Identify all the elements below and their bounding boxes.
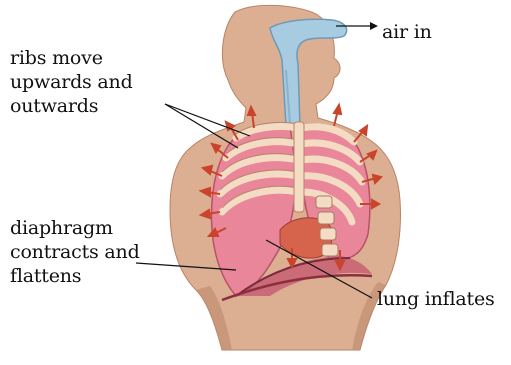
diaphragm-label: diaphragm contracts and flattens <box>10 216 140 288</box>
ribs-label-line-3: outwards <box>10 94 133 118</box>
air-in-label: air in <box>382 20 432 44</box>
diaphragm-label-line-1: diaphragm <box>10 216 140 240</box>
lung-inflates-label: lung inflates <box>377 287 495 311</box>
ribs-label-line-1: ribs move <box>10 46 133 70</box>
ribs-label-line-2: upwards and <box>10 70 133 94</box>
diaphragm-label-line-3: flattens <box>10 264 140 288</box>
sternum <box>294 122 304 212</box>
diaphragm-label-line-2: contracts and <box>10 240 140 264</box>
ribs-label: ribs move upwards and outwards <box>10 46 133 118</box>
